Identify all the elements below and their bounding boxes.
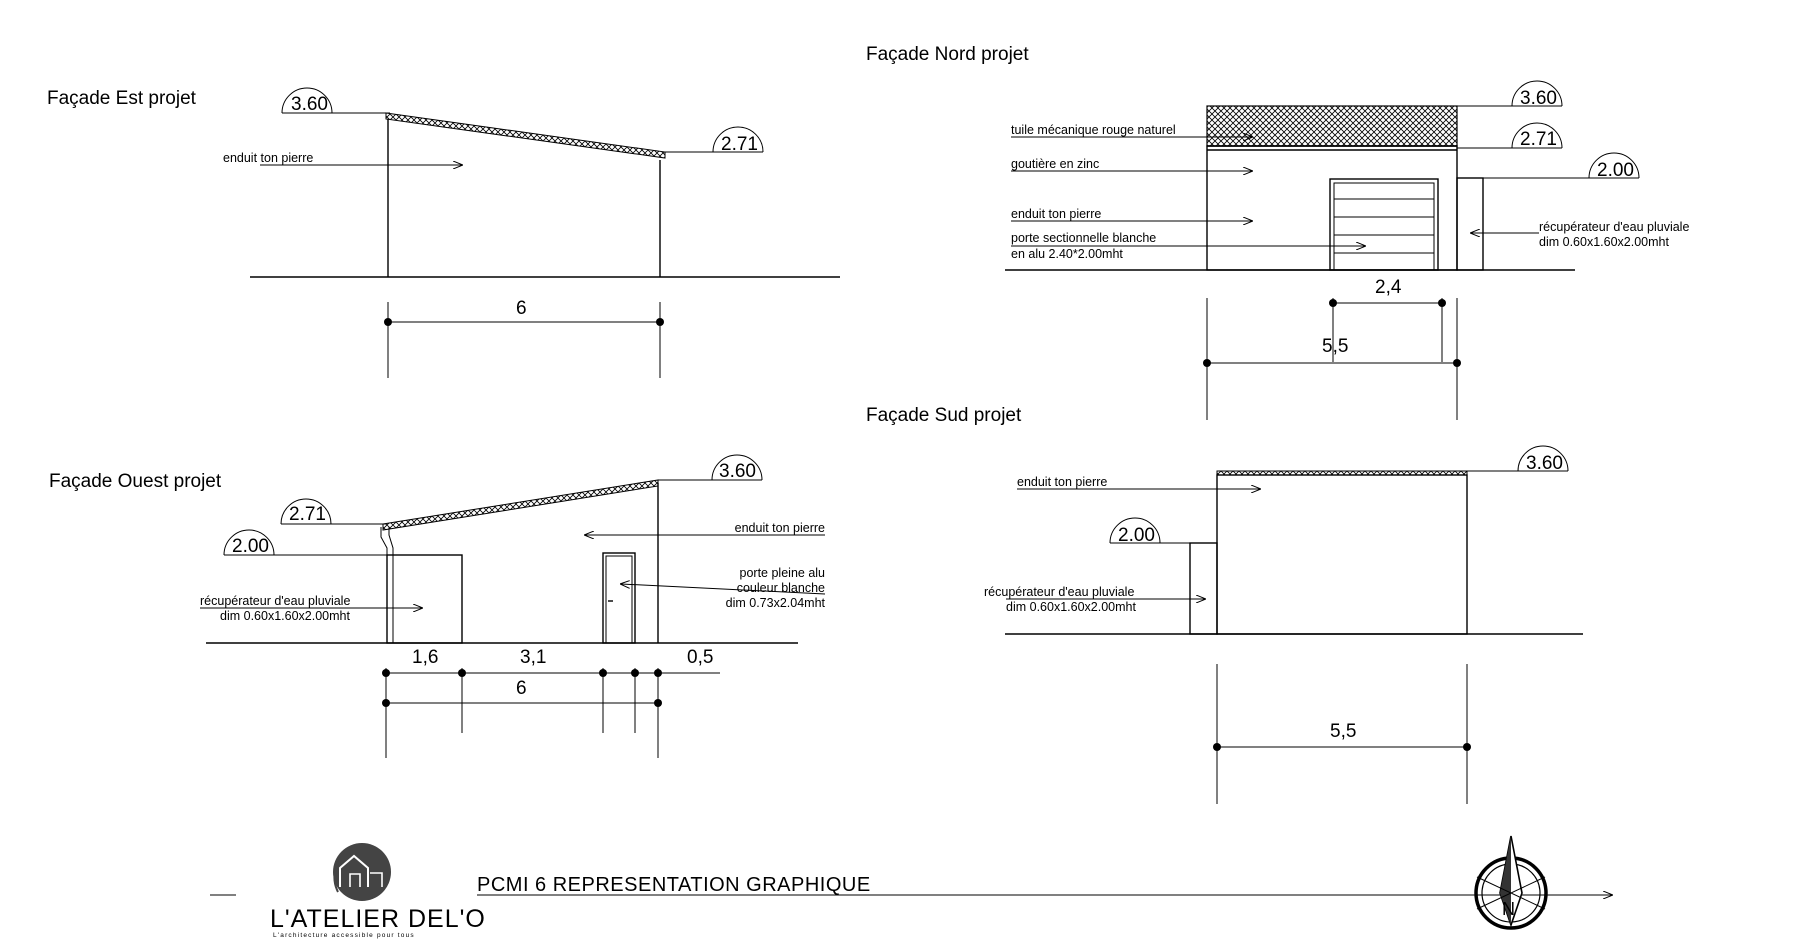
- annotation-enduit: enduit ton pierre: [1017, 475, 1107, 489]
- annotation-gouttiere: goutière en zinc: [1011, 157, 1099, 171]
- rainwater-tank: [386, 554, 463, 644]
- annotation-recuperateur-dim: dim 0.60x1.60x2.00mht: [220, 609, 350, 623]
- dimension-dot: [382, 669, 390, 677]
- wall-icon: [370, 872, 383, 887]
- annotation-porte-dim: en alu 2.40*2.00mht: [1011, 247, 1123, 261]
- level-value: 3.60: [719, 461, 756, 482]
- annotation-porte-couleur: couleur blanche: [737, 581, 825, 595]
- level-value: 3.60: [1526, 453, 1563, 474]
- facade-nord: Façade Nord projet 3.60 2.71: [866, 44, 1689, 420]
- dimension-dot: [458, 669, 466, 677]
- dimension-dot: [1203, 359, 1211, 367]
- facade-ouest: Façade Ouest projet 3.60 2.71 2.00: [49, 454, 826, 758]
- annotation-porte: porte sectionnelle blanche: [1011, 231, 1156, 245]
- dimension-dot: [384, 318, 392, 326]
- dimension-value: 3,1: [520, 647, 546, 668]
- wall-outline: [1206, 145, 1458, 271]
- dimension-value: 5,5: [1322, 336, 1348, 357]
- level-marker-3-60: 3.60: [1467, 445, 1569, 474]
- dimension-value: 6: [516, 678, 527, 699]
- annotation-recuperateur: récupérateur d'eau pluviale: [200, 594, 350, 608]
- door-icon: [349, 873, 361, 887]
- sheet-title: PCMI 6 REPRESENTATION GRAPHIQUE: [477, 874, 871, 896]
- level-marker-3-60: 3.60: [658, 454, 763, 482]
- house-icon: [339, 854, 369, 887]
- dimension-value: 0,5: [687, 647, 713, 668]
- annotation-recuperateur-dim: dim 0.60x1.60x2.00mht: [1539, 235, 1669, 249]
- annotation-porte-dim: dim 0.73x2.04mht: [726, 596, 826, 610]
- annotation-porte: porte pleine alu: [740, 566, 826, 580]
- level-marker-2-71: 2.71: [280, 498, 386, 525]
- wall-outline: [1216, 474, 1468, 635]
- rainwater-tank: [1189, 542, 1218, 635]
- dimension-dot: [1438, 299, 1446, 307]
- logo-name: L'ATELIER DEL'O: [270, 905, 486, 933]
- dimension-value: 5,5: [1330, 721, 1356, 742]
- level-value: 2.71: [1520, 129, 1557, 150]
- garage-door: [1329, 178, 1439, 271]
- level-marker-3-60: 3.60: [1457, 80, 1563, 109]
- dimension-dot: [654, 699, 662, 707]
- level-marker-2-71: 2.71: [1457, 122, 1563, 150]
- dimension-dot: [656, 318, 664, 326]
- logo-badge: [333, 843, 391, 901]
- level-value: 2.71: [289, 504, 326, 525]
- company-logo: L'ATELIER DEL'O L'architecture accessibl…: [270, 843, 486, 939]
- level-value: 2.71: [721, 134, 758, 155]
- roof-slope: [385, 112, 666, 159]
- dimension-value: 6: [516, 298, 527, 319]
- roof-slope: [382, 479, 659, 531]
- dimension-dot: [654, 669, 662, 677]
- annotation-recuperateur: récupérateur d'eau pluviale: [984, 585, 1134, 599]
- dimension-dot: [599, 669, 607, 677]
- dimension-dot: [382, 699, 390, 707]
- dimension-dot: [1453, 359, 1461, 367]
- compass-letter: N: [1502, 899, 1515, 919]
- north-compass-icon: N: [1474, 835, 1548, 930]
- annotation-enduit: enduit ton pierre: [1011, 207, 1101, 221]
- facade-nord-title: Façade Nord projet: [866, 44, 1029, 65]
- level-value: 2.00: [1118, 525, 1155, 546]
- level-value: 2.00: [232, 536, 269, 557]
- annotation-enduit: enduit ton pierre: [223, 151, 313, 165]
- annotation-enduit: enduit ton pierre: [735, 521, 825, 535]
- logo-tagline: L'architecture accessible pour tous: [273, 932, 415, 939]
- level-marker-3-60: 3.60: [281, 87, 390, 115]
- dimension-value: 2,4: [1375, 277, 1402, 298]
- level-marker-2-71: 2.71: [665, 126, 764, 155]
- leader-arrow: [621, 584, 826, 595]
- dimension-dot: [1213, 743, 1221, 751]
- dimension-dot: [631, 669, 639, 677]
- annotation-recuperateur: récupérateur d'eau pluviale: [1539, 220, 1689, 234]
- title-block: PCMI 6 REPRESENTATION GRAPHIQUE L'ATELIE…: [210, 835, 1612, 939]
- level-marker-2-00: 2.00: [1483, 152, 1640, 181]
- door: [602, 552, 636, 644]
- rainwater-tank: [1456, 177, 1484, 271]
- annotation-tuile: tuile mécanique rouge naturel: [1011, 123, 1176, 137]
- level-value: 3.60: [291, 94, 328, 115]
- level-value: 3.60: [1520, 88, 1557, 109]
- dimension-dot: [1463, 743, 1471, 751]
- dimension-value: 1,6: [412, 647, 438, 668]
- roof-tiles: [1206, 105, 1458, 147]
- facade-est-title: Façade Est projet: [47, 88, 197, 109]
- facade-ouest-title: Façade Ouest projet: [49, 471, 222, 492]
- facade-sud-title: Façade Sud projet: [866, 405, 1022, 426]
- level-marker-2-00: 2.00: [1109, 517, 1217, 546]
- dimension-dot: [1329, 299, 1337, 307]
- level-marker-2-00: 2.00: [223, 529, 390, 557]
- facade-est: Façade Est projet 3.60 2.71 enduit ton p…: [47, 87, 840, 378]
- level-value: 2.00: [1597, 160, 1634, 181]
- facade-sud: Façade Sud projet 3.60 2.00 enduit ton p…: [866, 405, 1583, 804]
- annotation-recuperateur-dim: dim 0.60x1.60x2.00mht: [1006, 600, 1136, 614]
